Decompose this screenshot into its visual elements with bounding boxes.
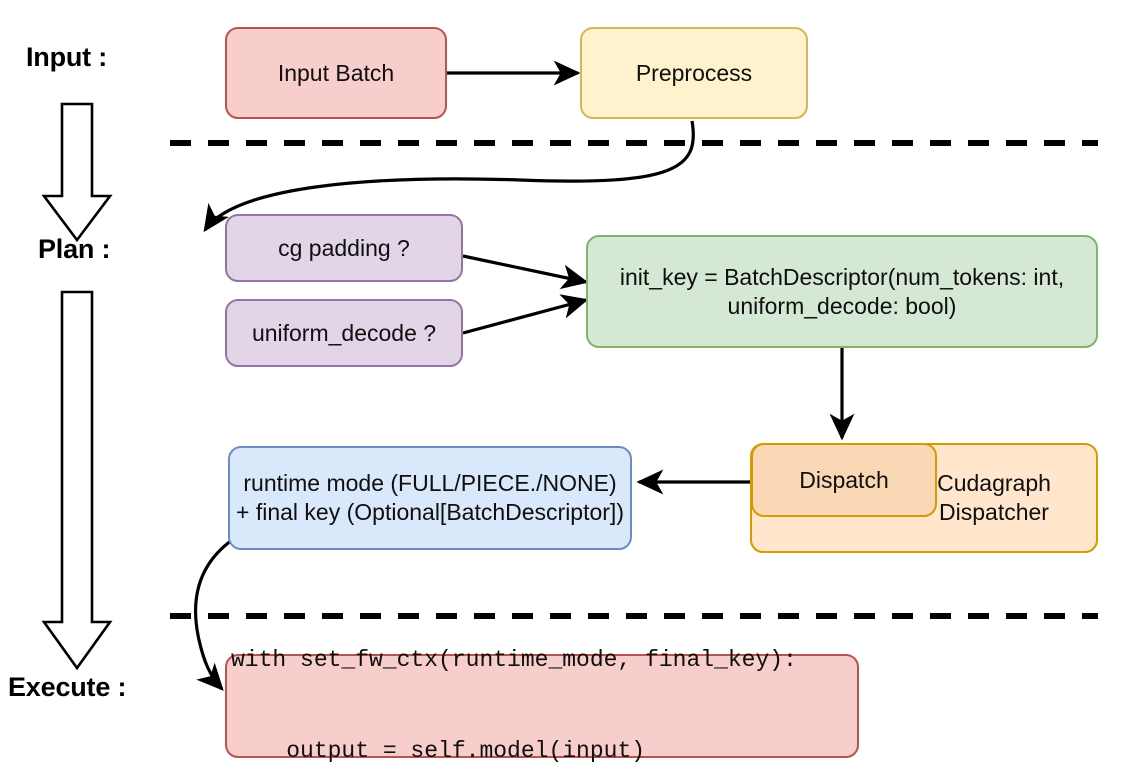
node-input-batch-label: Input Batch (277, 59, 395, 86)
node-preprocess-label: Preprocess (635, 59, 753, 86)
node-cudagraph-dispatcher-label: Cudagraph Dispatcher (914, 469, 1074, 527)
stage-label-plan: Plan : (38, 234, 111, 264)
node-execute-code-line2: output = self.model(input) (231, 738, 646, 765)
node-init-key-line1: init_key = BatchDescriptor(num_tokens: i… (619, 263, 1065, 290)
node-cudagraph-dispatcher-line1: Cudagraph (937, 470, 1051, 497)
edge-uniform-decode-to-init-key (462, 294, 589, 335)
edge-cg-padding-to-init-key (462, 254, 589, 290)
node-dispatch-label: Dispatch (799, 466, 889, 493)
node-uniform-decode-label: uniform_decode ? (251, 319, 437, 346)
node-preprocess[interactable]: Preprocess (580, 27, 808, 119)
node-cg-padding[interactable]: cg padding ? (225, 214, 463, 282)
node-dispatch[interactable]: Dispatch (751, 443, 937, 517)
node-runtime-mode[interactable]: runtime mode (FULL/PIECE./NONE) + final … (228, 446, 632, 550)
node-cg-padding-label: cg padding ? (278, 234, 410, 261)
node-runtime-mode-line1: runtime mode (FULL/PIECE./NONE) (243, 470, 617, 497)
stage-label-execute: Execute : (8, 672, 127, 702)
node-uniform-decode[interactable]: uniform_decode ? (225, 299, 463, 367)
node-input-batch[interactable]: Input Batch (225, 27, 447, 119)
node-execute-code[interactable]: with set_fw_ctx(runtime_mode, final_key)… (225, 647, 859, 764)
node-cudagraph-dispatcher-line2: Dispatcher (939, 499, 1049, 525)
node-runtime-mode-line2: + final key (Optional[BatchDescriptor]) (236, 499, 624, 525)
node-init-key-line2: uniform_decode: bool) (727, 292, 957, 319)
stage-arrow-input-to-plan (41, 102, 113, 243)
stage-label-input: Input : (26, 42, 108, 72)
stage-arrow-plan-to-execute (41, 290, 113, 671)
node-init-key[interactable]: init_key = BatchDescriptor(num_tokens: i… (586, 235, 1098, 348)
node-execute-code-line1: with set_fw_ctx(runtime_mode, final_key)… (231, 647, 797, 674)
